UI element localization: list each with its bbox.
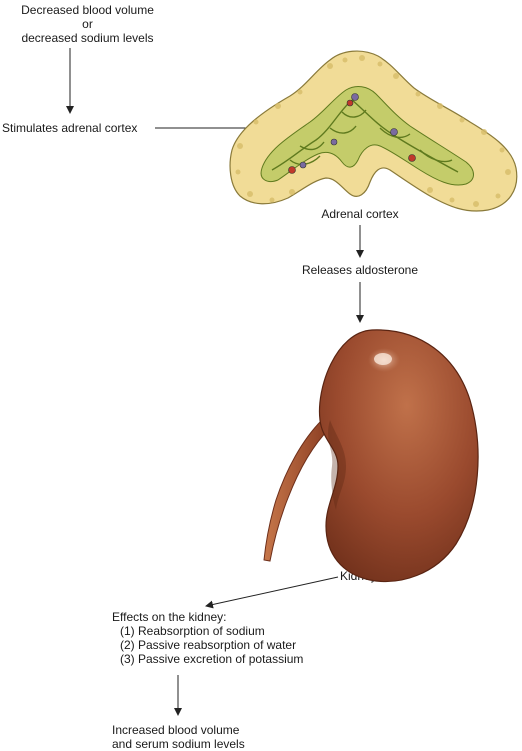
kidney-hilum-shadow bbox=[328, 420, 346, 510]
adrenal-cell-4 bbox=[408, 154, 416, 162]
kidney-body bbox=[318, 329, 479, 583]
adrenal-gland-illustration bbox=[229, 50, 518, 212]
effects-block: Effects on the kidney: (1) Reabsorption … bbox=[112, 610, 303, 666]
effects-heading: Effects on the kidney: bbox=[112, 610, 227, 624]
trigger-line-3: decreased sodium levels bbox=[21, 31, 154, 45]
adrenal-cell-7 bbox=[299, 161, 307, 169]
trigger-line-2: or bbox=[82, 17, 93, 31]
kidney-illustration bbox=[263, 329, 479, 583]
adrenal-inner-zone bbox=[260, 86, 474, 186]
effects-item-2: (2) Passive reabsorption of water bbox=[120, 638, 297, 652]
adrenal-cell-6 bbox=[288, 166, 296, 174]
adrenal-texture bbox=[235, 55, 511, 207]
stimulates-label: Stimulates adrenal cortex bbox=[2, 121, 138, 135]
ureter bbox=[263, 419, 331, 562]
effects-item-3: (3) Passive excretion of potassium bbox=[120, 652, 304, 666]
adrenal-cell-5 bbox=[330, 138, 338, 146]
outcome-block: Increased blood volume and serum sodium … bbox=[112, 723, 245, 751]
trigger-text: Decreased blood volume or decreased sodi… bbox=[0, 3, 175, 45]
releases-aldosterone-label: Releases aldosterone bbox=[301, 263, 419, 277]
adrenal-cell-2 bbox=[346, 99, 354, 107]
adrenal-cortex-label: Adrenal cortex bbox=[321, 207, 399, 221]
outcome-line-2: and serum sodium levels bbox=[112, 737, 245, 751]
adrenal-cell-1 bbox=[351, 93, 359, 101]
arrow-kidney-to-effects bbox=[205, 576, 339, 609]
effects-item-1: (1) Reabsorption of sodium bbox=[120, 624, 265, 638]
adrenal-cell-3 bbox=[390, 128, 398, 136]
outcome-line-1: Increased blood volume bbox=[112, 723, 240, 737]
trigger-line-1: Decreased blood volume bbox=[21, 3, 154, 17]
